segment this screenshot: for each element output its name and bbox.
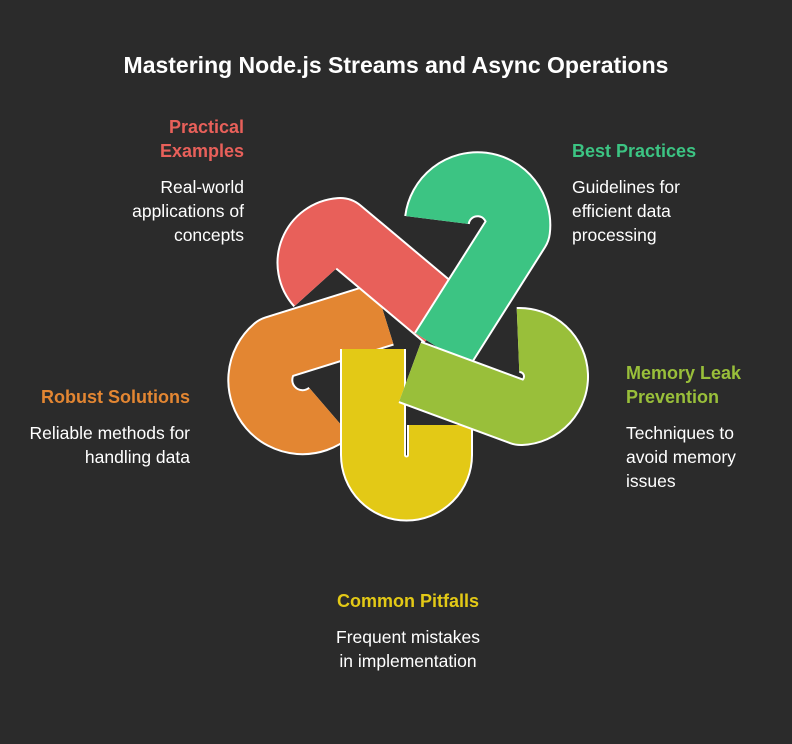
- desc-best-practices: Guidelines for efficient data processing: [572, 177, 680, 245]
- segment-fill-memory: [399, 309, 587, 444]
- segment-common-pitfalls: [340, 349, 473, 522]
- segment-fill-robust: [229, 284, 394, 454]
- segment-fill-practical: [278, 199, 465, 342]
- segment-robust-solutions: [227, 282, 394, 456]
- desc-practical-examples: Real-world applications of concepts: [132, 177, 244, 245]
- label-best-practices: Best Practices: [572, 141, 697, 161]
- label-common-pitfalls: Common Pitfalls: [336, 591, 479, 611]
- desc-robust-solutions: Reliable methods for handling data: [29, 423, 191, 467]
- desc-memory-leak-prevention: Techniques to avoid memory issues: [626, 423, 736, 491]
- label-robust-solutions: Robust Solutions: [41, 387, 190, 407]
- label-practical-examples: Practical Examples: [159, 117, 244, 161]
- segment-fill-best: [406, 153, 550, 367]
- segment-best-practices: [404, 151, 552, 368]
- segment-fill-pitfalls: [342, 349, 471, 520]
- diagram-title: Mastering Node.js Streams and Async Oper…: [123, 52, 669, 78]
- desc-common-pitfalls: Frequent mistakes in implementation: [336, 627, 480, 671]
- segment-memory-leak: [398, 307, 589, 446]
- segment-practical-examples: [276, 197, 467, 344]
- label-memory-leak-prevention: Memory Leak Prevention: [626, 363, 742, 407]
